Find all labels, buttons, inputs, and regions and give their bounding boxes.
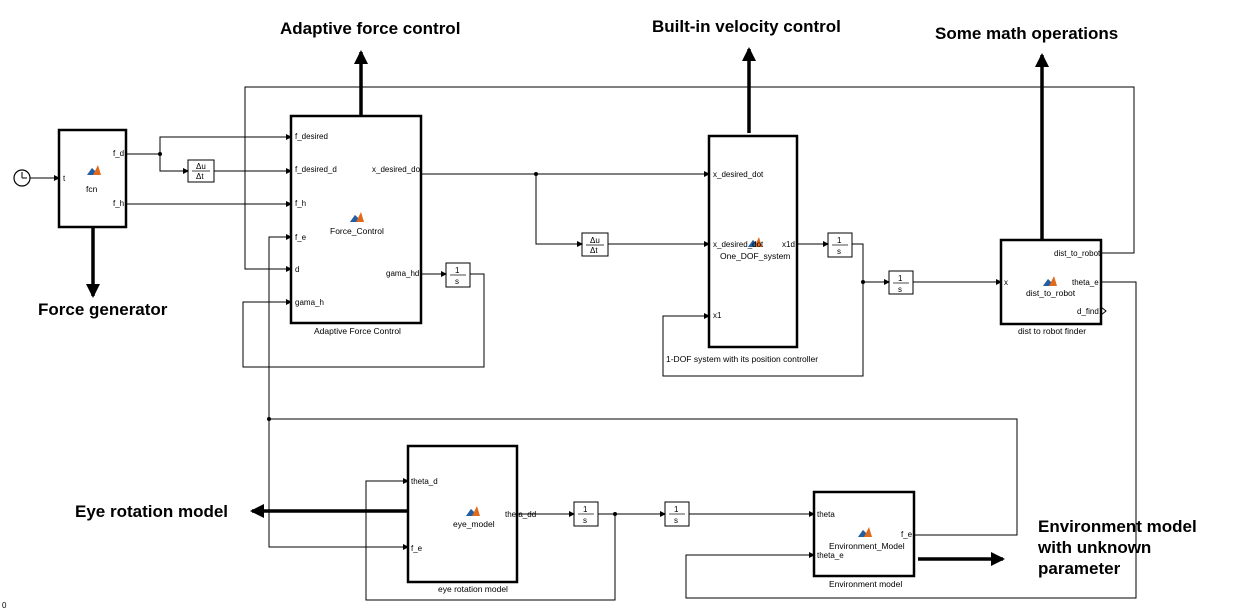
force-port-f-e: f_e [295,233,307,242]
math-label: Some math operations [935,24,1118,43]
one-dof-name: One_DOF_system [720,251,790,261]
fcn-port-fd: f_d [113,149,124,158]
dof-port-x1: x1 [713,311,722,320]
eye-model-caption: eye rotation model [438,584,508,594]
deriv1-bot: Δt [196,172,204,181]
env-port-theta-e: theta_e [817,551,844,560]
force-port-f-h: f_h [295,199,306,208]
env-label-line3: parameter [1038,559,1121,578]
force-generator-label: Force generator [38,300,168,319]
deriv1-top: Δu [196,162,206,171]
force-control-name: Force_Control [330,226,384,236]
environment-name: Environment_Model [829,541,905,551]
force-control-caption: Adaptive Force Control [314,326,401,336]
dist-port-theta: theta_e [1072,278,1099,287]
force-port-d: d [295,265,299,274]
velocity-label: Built-in velocity control [652,17,841,36]
int-th2-top: 1 [674,505,679,514]
adaptive-force-label: Adaptive force control [280,19,460,38]
int-th1-bot: s [583,516,587,525]
dist-to-robot-caption: dist to robot finder [1018,326,1086,336]
force-port-f-desired: f_desired [295,132,328,141]
corner-text: 0 [2,601,7,610]
force-port-x-desired-dot: x_desired_dot [372,165,423,174]
int-th1-top: 1 [583,505,588,514]
dist-port-dfind: d_find [1077,307,1099,316]
env-port-theta: theta [817,510,835,519]
int-th2-bot: s [674,516,678,525]
eye-model-label: Eye rotation model [75,502,228,521]
dist-port-x: x [1004,278,1008,287]
int-gama-top: 1 [455,266,460,275]
deriv2-bot: Δt [590,246,598,255]
env-label-line2: with unknown [1037,538,1151,557]
deriv2-top: Δu [590,236,600,245]
dof-port-xdd1: x_desired_dot [713,170,764,179]
fcn-name: fcn [86,184,98,194]
int-x1d1-bot: s [837,247,841,256]
fcn-block[interactable] [57,128,128,229]
int-x1d2-bot: s [898,285,902,294]
signal-wires [126,86,1137,601]
env-port-f-e: f_e [901,530,913,539]
eye-model-block[interactable] [406,444,519,584]
int-gama-bot: s [455,277,459,286]
dof-port-xdd2: x_desired_dot [713,240,764,249]
dist-to-robot-name: dist_to_robot [1026,288,1076,298]
clock-icon[interactable] [13,169,31,187]
eye-port-theta-d: theta_d [411,477,438,486]
environment-caption: Environment model [829,579,902,589]
eye-port-f-e: f_e [411,544,423,553]
int-x1d2-top: 1 [898,274,903,283]
force-port-gama-hd: gama_hd [386,269,419,278]
int-x1d1-top: 1 [837,236,842,245]
fcn-port-fh: f_h [113,199,124,208]
fcn-port-t: t [63,174,66,183]
one-dof-caption: 1-DOF system with its position controlle… [666,354,818,364]
dof-port-x1d: x1d [782,240,795,249]
env-label-line1: Environment model [1038,517,1197,536]
force-port-f-desired-d: f_desired_d [295,165,337,174]
force-port-gama-h: gama_h [295,298,324,307]
eye-model-name: eye_model [453,519,495,529]
dist-port-dist: dist_to_robot [1054,249,1101,258]
